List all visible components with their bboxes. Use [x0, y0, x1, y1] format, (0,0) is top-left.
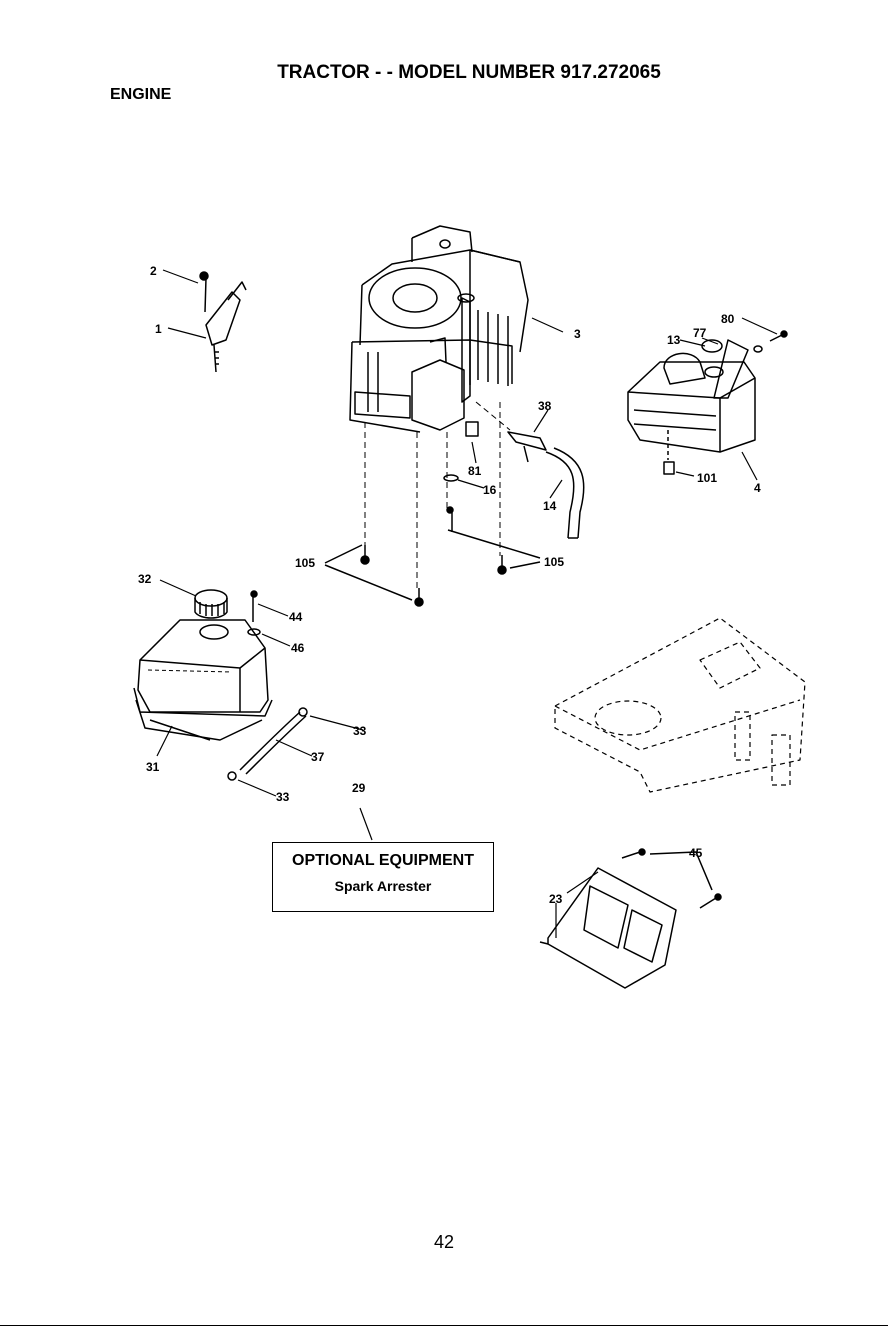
- callout-3: 3: [574, 327, 581, 341]
- mounting-bolts-drawing: [325, 530, 540, 606]
- callout-37: 37: [311, 750, 325, 764]
- callout-77: 77: [693, 326, 707, 340]
- callout-81: 81: [468, 464, 482, 478]
- callout-14: 14: [543, 499, 557, 513]
- footer-rule: [0, 1325, 888, 1326]
- optional-equipment-box: OPTIONAL EQUIPMENT Spark Arrester: [272, 842, 494, 912]
- callout-13: 13: [667, 333, 681, 347]
- callout-45: 45: [689, 846, 703, 860]
- engine-drawing: [350, 226, 528, 432]
- callout-29: 29: [352, 781, 366, 795]
- callout-31: 31: [146, 760, 160, 774]
- callout-38: 38: [538, 399, 552, 413]
- callout-33-upper: 33: [353, 724, 367, 738]
- spark-arrester-label: Spark Arrester: [273, 878, 493, 894]
- fuel-line-drawing: [508, 432, 584, 538]
- callout-32: 32: [138, 572, 152, 586]
- callout-33-lower: 33: [276, 790, 290, 804]
- throttle-control-drawing: [200, 272, 246, 372]
- fuel-tank-drawing: [134, 590, 307, 780]
- callout-16: 16: [483, 483, 497, 497]
- spark-arrester-drawing: [540, 849, 721, 988]
- callout-4: 4: [754, 481, 761, 495]
- callout-2: 2: [150, 264, 157, 278]
- chassis-plate-drawing: [555, 618, 805, 792]
- callout-23: 23: [549, 892, 563, 906]
- callout-1: 1: [155, 322, 162, 336]
- callout-101: 101: [697, 471, 717, 485]
- muffler-drawing: [628, 331, 787, 474]
- callout-105-right: 105: [544, 555, 564, 569]
- callout-80: 80: [721, 312, 735, 326]
- callout-44: 44: [289, 610, 303, 624]
- page-number: 42: [0, 1232, 888, 1253]
- callout-105-left: 105: [295, 556, 315, 570]
- leader-lines: [157, 270, 777, 938]
- callout-46: 46: [291, 641, 305, 655]
- optional-equipment-title: OPTIONAL EQUIPMENT: [273, 852, 493, 870]
